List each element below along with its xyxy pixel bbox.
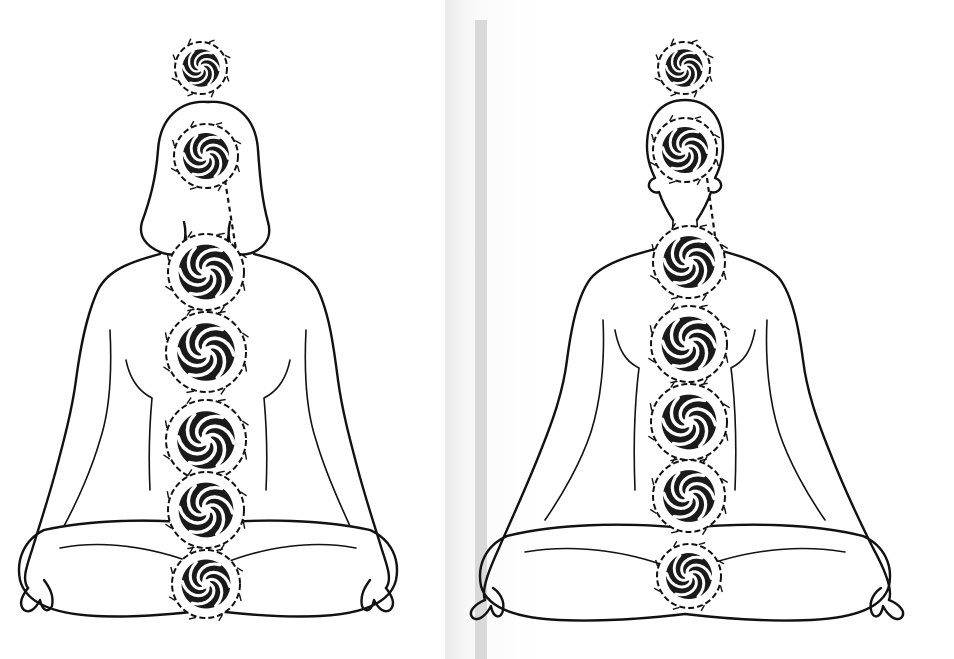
left-inner-arm-right xyxy=(305,330,350,526)
right-chakra-6 xyxy=(650,457,727,534)
right-torso-right xyxy=(731,330,755,490)
right-torso-left xyxy=(615,330,639,490)
left-chakra-5 xyxy=(164,398,249,483)
left-torso-left xyxy=(126,360,152,490)
left-torso-right xyxy=(264,360,290,490)
right-leg-crease-right xyxy=(699,549,845,568)
right-inner-arm-right xyxy=(767,320,826,520)
left-chakra-1 xyxy=(172,39,231,98)
right-chakra-4 xyxy=(648,303,729,384)
right-chakra-2 xyxy=(650,115,720,185)
left-inner-arm-left xyxy=(64,330,111,526)
right-chakra-3 xyxy=(650,223,727,300)
right-chakra-7 xyxy=(654,541,724,611)
right-right-shoulder-arm xyxy=(703,246,890,600)
right-leg-crease-left xyxy=(525,549,671,568)
left-figure-panel xyxy=(0,0,445,659)
left-chakra-6 xyxy=(165,469,246,550)
left-left-shoulder-arm xyxy=(25,254,160,588)
right-energy-channel-line xyxy=(707,178,715,236)
right-figure-panel xyxy=(445,0,954,659)
left-right-shoulder-arm xyxy=(254,254,389,588)
left-leg-crease-left xyxy=(60,545,196,564)
left-chakra-column xyxy=(164,39,249,621)
right-figure-drawing xyxy=(445,0,954,659)
right-inner-arm-left xyxy=(545,320,604,520)
right-chakra-5 xyxy=(648,381,729,462)
right-chakra-1 xyxy=(655,39,714,98)
right-left-shoulder-arm xyxy=(484,246,667,600)
left-chakra-2 xyxy=(171,121,241,191)
left-chakra-4 xyxy=(164,310,249,395)
left-leg-crease-right xyxy=(222,545,356,564)
left-figure-drawing xyxy=(0,0,445,659)
